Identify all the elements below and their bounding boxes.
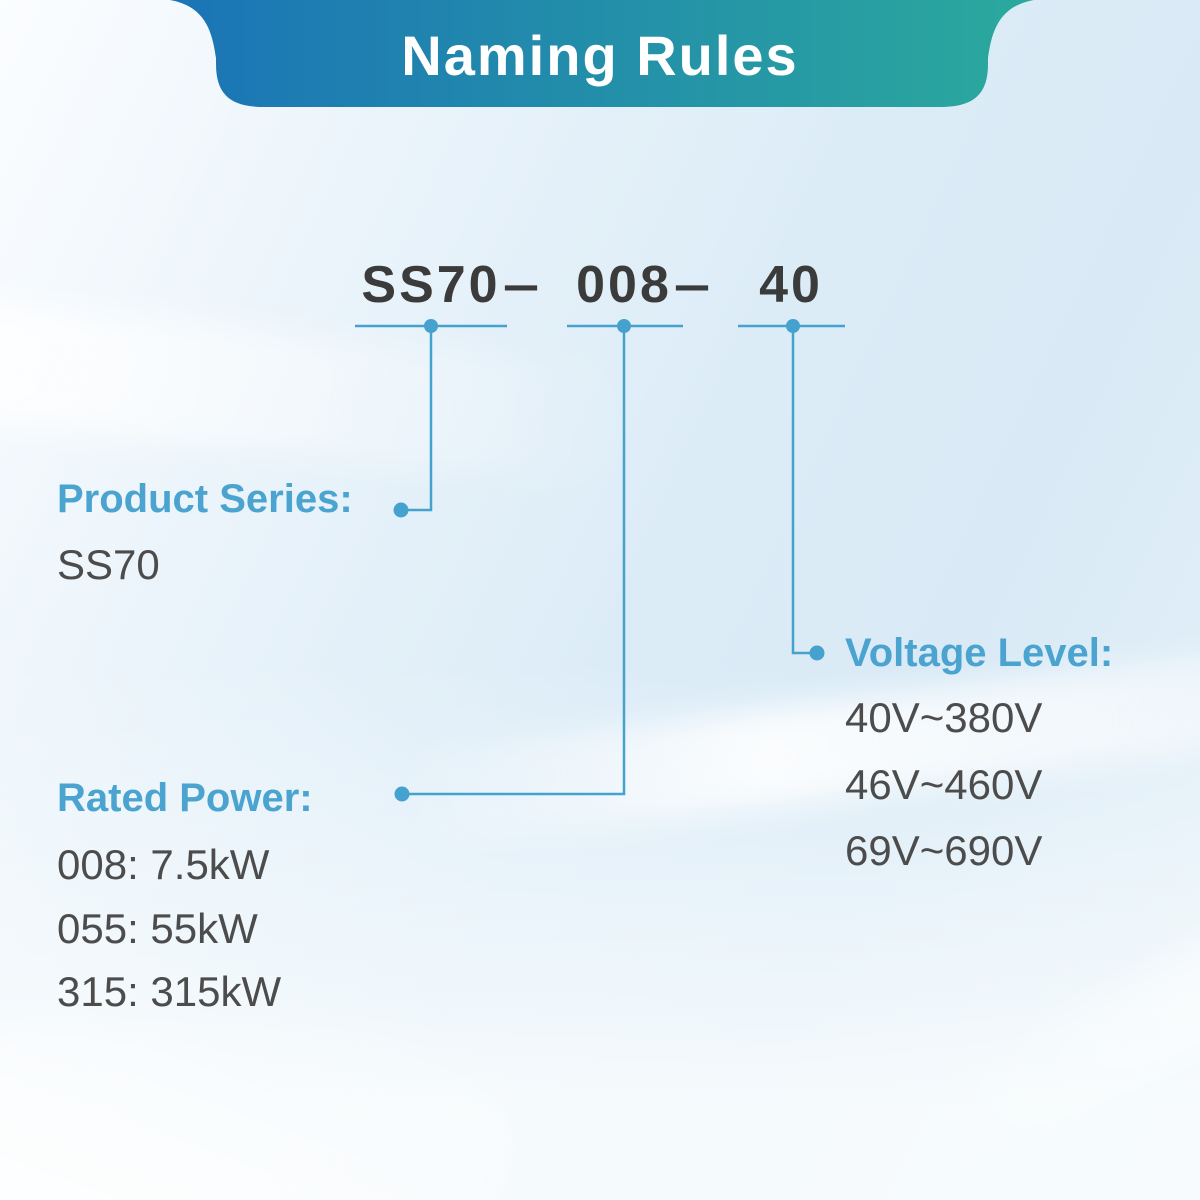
connector-dot [394,786,410,802]
connector-dot [393,502,409,518]
dropline-product-series [406,326,433,512]
dropline-voltage-level [791,326,813,655]
background-wave-streak [908,867,1200,1183]
connector-dot [424,319,438,333]
code-segment-power: 008 [576,256,672,314]
code-separator: — [504,256,538,314]
code-segment-voltage: 40 [759,256,823,314]
banner-ribbon-shape [170,0,1034,107]
rated-power-value: 315: 315kW [57,968,282,1015]
rated-power-label: Rated Power: [57,776,313,820]
background-wave-streak [0,290,645,490]
voltage-level-label: Voltage Level: [845,631,1114,675]
header-banner: Naming Rules [0,0,1200,110]
voltage-level-value: 46V~460V [845,761,1043,808]
connector-dot [617,319,631,333]
voltage-level-value: 40V~380V [845,694,1043,741]
background-wave-streak [0,1020,520,1200]
page-title: Naming Rules [401,24,799,87]
product-series-value: SS70 [57,541,160,588]
connector-dot [809,645,825,661]
background-wave-streak [397,645,1200,850]
connector-dot [786,319,800,333]
code-separator: — [675,256,709,314]
rated-power-value: 008: 7.5kW [57,841,270,888]
code-segment-series: SS70 [361,256,501,314]
product-series-label: Product Series: [57,477,353,521]
dropline-rated-power [406,326,626,796]
rated-power-value: 055: 55kW [57,905,258,952]
voltage-level-value: 69V~690V [845,827,1043,874]
